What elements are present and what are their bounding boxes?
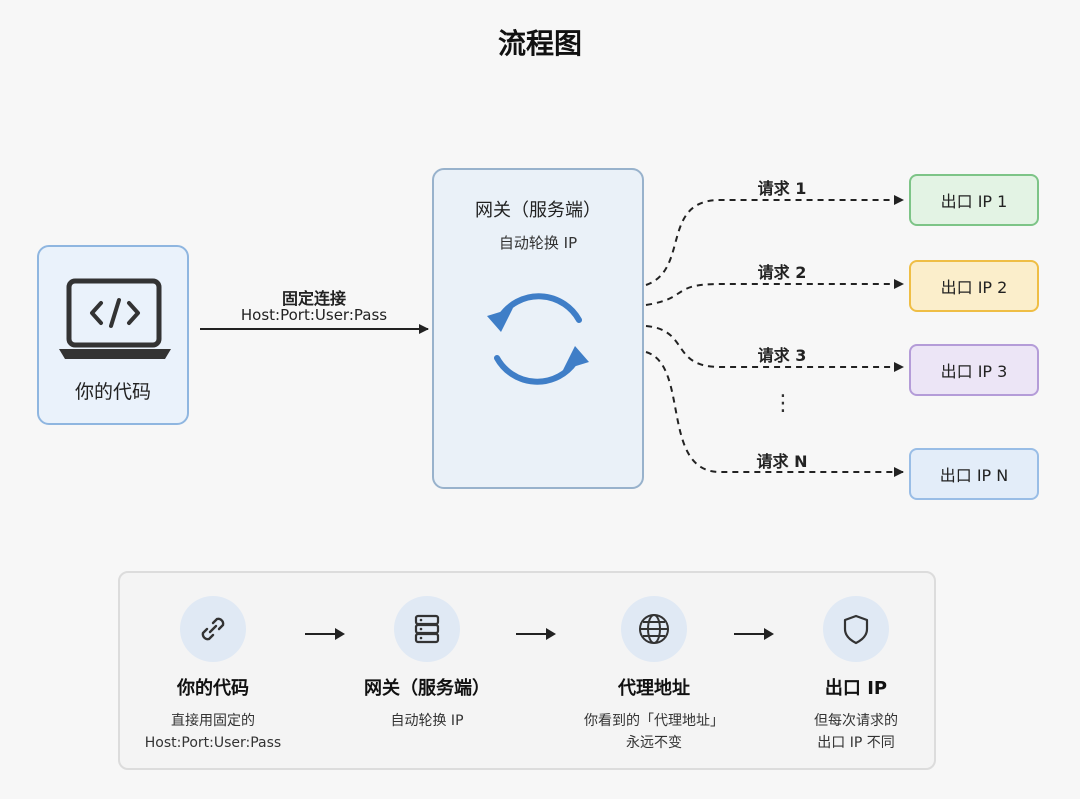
gateway-subtitle: 自动轮换 IP (498, 234, 578, 252)
summary-panel (118, 571, 936, 770)
step-arrow (734, 628, 774, 640)
step-your-code: 你的代码 直接用固定的 Host:Port:User:Pass (113, 596, 313, 754)
page-title: 流程图 (497, 27, 582, 60)
step-proxy-address: 代理地址 你看到的「代理地址」 永远不变 (554, 596, 754, 754)
server-icon (414, 614, 440, 644)
step-title: 你的代码 (177, 678, 249, 699)
step-arrow (516, 628, 556, 640)
exit-ip-box: 出口 IP N (909, 448, 1039, 500)
step-icon-circle (394, 596, 460, 662)
step-icon-circle (180, 596, 246, 662)
shield-icon (843, 614, 869, 645)
step-description: 你看到的「代理地址」 永远不变 (554, 710, 754, 754)
step-desc-line: 直接用固定的 (171, 713, 255, 729)
request-1-arrow (645, 195, 904, 286)
step-exit-ip: 出口 IP 但每次请求的 出口 IP 不同 (756, 596, 956, 754)
step-description: 直接用固定的 Host:Port:User:Pass (113, 710, 313, 754)
link-icon (201, 617, 225, 641)
step-description: 自动轮换 IP (327, 710, 527, 732)
exit-ip-box: 出口 IP 2 (909, 260, 1039, 312)
request-label: 请求 1 (757, 179, 807, 198)
step-desc-line: 自动轮换 IP (390, 713, 464, 729)
step-desc-line: 你看到的「代理地址」 (584, 713, 724, 729)
gateway-box: 网关（服务端） 自动轮换 IP (432, 168, 644, 489)
laptop-code-icon (59, 278, 171, 359)
step-desc-line: 但每次请求的 (814, 713, 898, 729)
client-box: 你的代码 (37, 245, 189, 425)
client-label: 你的代码 (74, 381, 151, 403)
request-2-arrow (645, 279, 904, 306)
step-desc-line: 出口 IP 不同 (817, 735, 895, 751)
request-label: 请求 N (756, 452, 808, 471)
step-title: 代理地址 (618, 678, 690, 699)
step-title: 出口 IP (824, 678, 888, 699)
exit-ip-box: 出口 IP 3 (909, 344, 1039, 396)
request-n-arrow (645, 351, 904, 477)
step-gateway: 网关（服务端） 自动轮换 IP (327, 596, 527, 732)
step-desc-line: 永远不变 (626, 735, 682, 751)
exit-ip-box: 出口 IP 1 (909, 174, 1039, 226)
step-description: 但每次请求的 出口 IP 不同 (756, 710, 956, 754)
step-icon-circle (823, 596, 889, 662)
connection-title: 固定连接 (281, 289, 346, 308)
request-3-arrow (645, 325, 904, 372)
globe-icon (639, 614, 669, 644)
step-desc-line: Host:Port:User:Pass (144, 735, 282, 751)
step-title: 网关（服务端） (364, 678, 490, 699)
step-icon-circle (621, 596, 687, 662)
request-label: 请求 2 (757, 263, 807, 282)
gateway-title: 网关（服务端） (475, 200, 601, 221)
ellipsis: ⋮ (772, 391, 794, 416)
rotate-icon (487, 293, 589, 385)
request-label: 请求 3 (757, 346, 807, 365)
step-arrow (305, 628, 345, 640)
connection-subtitle: Host:Port:User:Pass (240, 306, 388, 324)
